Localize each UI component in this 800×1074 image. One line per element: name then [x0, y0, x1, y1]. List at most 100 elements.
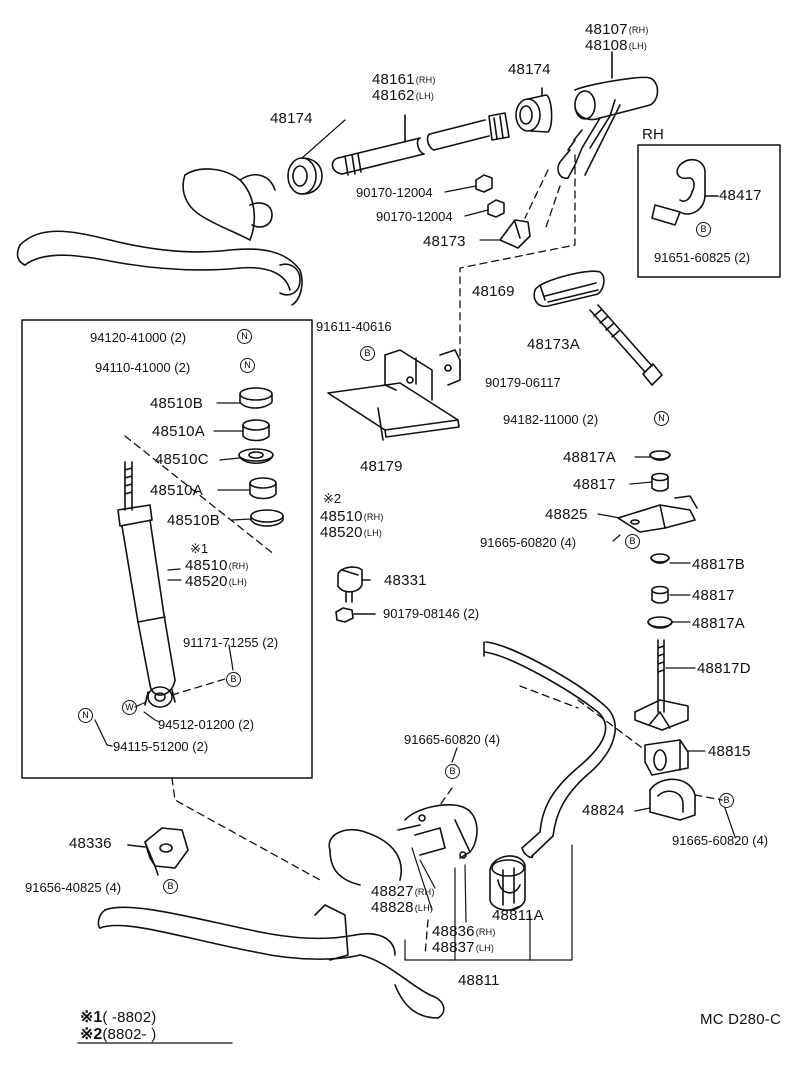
- dashed-leaders-upper: [459, 154, 576, 376]
- part-91665-60820-a: 91665-60820 (4): [480, 535, 577, 550]
- side-suffix: (LH): [628, 41, 648, 51]
- part-48817-lower: 48817: [692, 587, 735, 604]
- note-mark-2: ※2: [323, 491, 342, 506]
- part-number: 48108: [585, 37, 628, 54]
- part-90179-08146: 90179-08146 (2): [383, 606, 480, 621]
- part-48510-rh-set2: 48510(RH): [320, 509, 384, 524]
- part-48331: 48331: [384, 572, 427, 589]
- part-48510A-lower: 48510A: [150, 482, 203, 499]
- part-number: 48161: [372, 71, 415, 88]
- rh-detail-box: [637, 144, 781, 278]
- cap-48331-drawing: [335, 566, 376, 623]
- stabilizer-link-drawing: [617, 450, 698, 821]
- part-number: 48827: [371, 883, 414, 900]
- shock-dashed: [124, 435, 321, 881]
- lower-dashed: [424, 787, 453, 956]
- part-48817D: 48817D: [697, 660, 751, 677]
- stabilizer-bar-drawing: [483, 641, 616, 859]
- part-48817-top: 48817: [573, 476, 616, 493]
- part-91611-40616: 91611-40616: [316, 319, 392, 334]
- part-48817A-top: 48817A: [563, 449, 616, 466]
- part-number: 48828: [371, 899, 414, 916]
- lower-arm-drawing: [97, 828, 445, 1019]
- part-48107: 48107(RH): [585, 22, 649, 37]
- side-suffix: (RH): [228, 561, 249, 571]
- cushions-drawing: [238, 387, 284, 527]
- bumper-48169-drawing: [533, 270, 605, 308]
- side-suffix: (LH): [363, 528, 383, 538]
- symbol-n-circle: N: [240, 358, 255, 373]
- part-48173A: 48173A: [527, 336, 580, 353]
- shock-absorber-box: [21, 319, 313, 779]
- part-48161: 48161(RH): [372, 72, 436, 87]
- part-48108: 48108(LH): [585, 38, 647, 53]
- part-48815: 48815: [708, 743, 751, 760]
- side-suffix: (RH): [414, 887, 435, 897]
- bracket-48179-drawing: [327, 349, 461, 441]
- symbol-b-circle: B: [360, 346, 375, 361]
- part-90170-12004-a: 90170-12004: [356, 185, 433, 200]
- part-48173: 48173: [423, 233, 466, 250]
- part-number: 48837: [432, 939, 475, 956]
- side-suffix: (RH): [475, 927, 496, 937]
- part-48520-lh-set1: 48520(LH): [185, 574, 247, 589]
- part-94512-01200: 94512-01200 (2): [158, 717, 255, 732]
- part-48817B: 48817B: [692, 556, 745, 573]
- upper-arm-drawing: [16, 168, 303, 306]
- footnote-1: ※1( -8802): [80, 1010, 156, 1026]
- part-94182-11000: 94182-11000 (2): [503, 412, 599, 427]
- footnote-mark: ※2: [80, 1026, 103, 1043]
- part-48520-lh-set2: 48520(LH): [320, 525, 382, 540]
- torsion-bar-drawing: [287, 51, 659, 249]
- right-leaders: [597, 456, 736, 838]
- leaders-upper: [301, 119, 501, 241]
- side-suffix: (RH): [363, 512, 384, 522]
- part-48510C: 48510C: [155, 451, 209, 468]
- part-48174-right: 48174: [508, 61, 551, 78]
- side-suffix: (LH): [415, 91, 435, 101]
- diagram-code: MC D280-C: [700, 1011, 781, 1028]
- symbol-b-circle: B: [625, 534, 640, 549]
- part-91665-60820-c: 91665-60820 (4): [672, 833, 769, 848]
- part-48837: 48837(LH): [432, 940, 494, 955]
- part-number: 48836: [432, 923, 475, 940]
- footnote-mark: ※1: [80, 1009, 103, 1026]
- part-48179: 48179: [360, 458, 403, 475]
- part-48417: 48417: [719, 187, 762, 204]
- part-number: 48510: [320, 508, 363, 525]
- part-94115-51200: 94115-51200 (2): [113, 739, 209, 754]
- side-suffix: (LH): [228, 577, 248, 587]
- part-48336: 48336: [69, 835, 112, 852]
- symbol-n-circle: N: [654, 411, 669, 426]
- symbol-w-circle: W: [122, 700, 137, 715]
- part-91651-60825: 91651-60825 (2): [654, 250, 751, 265]
- lower-leaders: [404, 747, 573, 961]
- part-91656-40825: 91656-40825 (4): [25, 880, 122, 895]
- part-90170-12004-b: 90170-12004: [376, 209, 453, 224]
- part-48510A-top: 48510A: [152, 423, 205, 440]
- symbol-b-circle: B: [445, 764, 460, 779]
- part-48169: 48169: [472, 283, 515, 300]
- part-48510B-lower: 48510B: [167, 512, 220, 529]
- shock-absorber-drawing: [117, 461, 176, 708]
- bolt-48173A-drawing: [589, 304, 663, 386]
- side-suffix: (LH): [414, 903, 434, 913]
- part-48811A: 48811A: [492, 907, 544, 924]
- part-48836: 48836(RH): [432, 924, 496, 939]
- part-number: 48107: [585, 21, 628, 38]
- part-48174-left: 48174: [270, 110, 313, 127]
- part-91171-71255: 91171-71255 (2): [183, 635, 279, 650]
- part-48510-rh-set1: 48510(RH): [185, 558, 249, 573]
- part-48162: 48162(LH): [372, 88, 434, 103]
- part-48827: 48827(RH): [371, 884, 435, 899]
- part-48825: 48825: [545, 506, 588, 523]
- note-mark-1: ※1: [190, 541, 209, 556]
- part-number: 48162: [372, 87, 415, 104]
- symbol-b-circle: B: [163, 879, 178, 894]
- symbol-b-circle: B: [226, 672, 241, 687]
- side-suffix: (RH): [415, 75, 436, 85]
- part-48811: 48811: [458, 972, 500, 989]
- symbol-n-circle: N: [78, 708, 93, 723]
